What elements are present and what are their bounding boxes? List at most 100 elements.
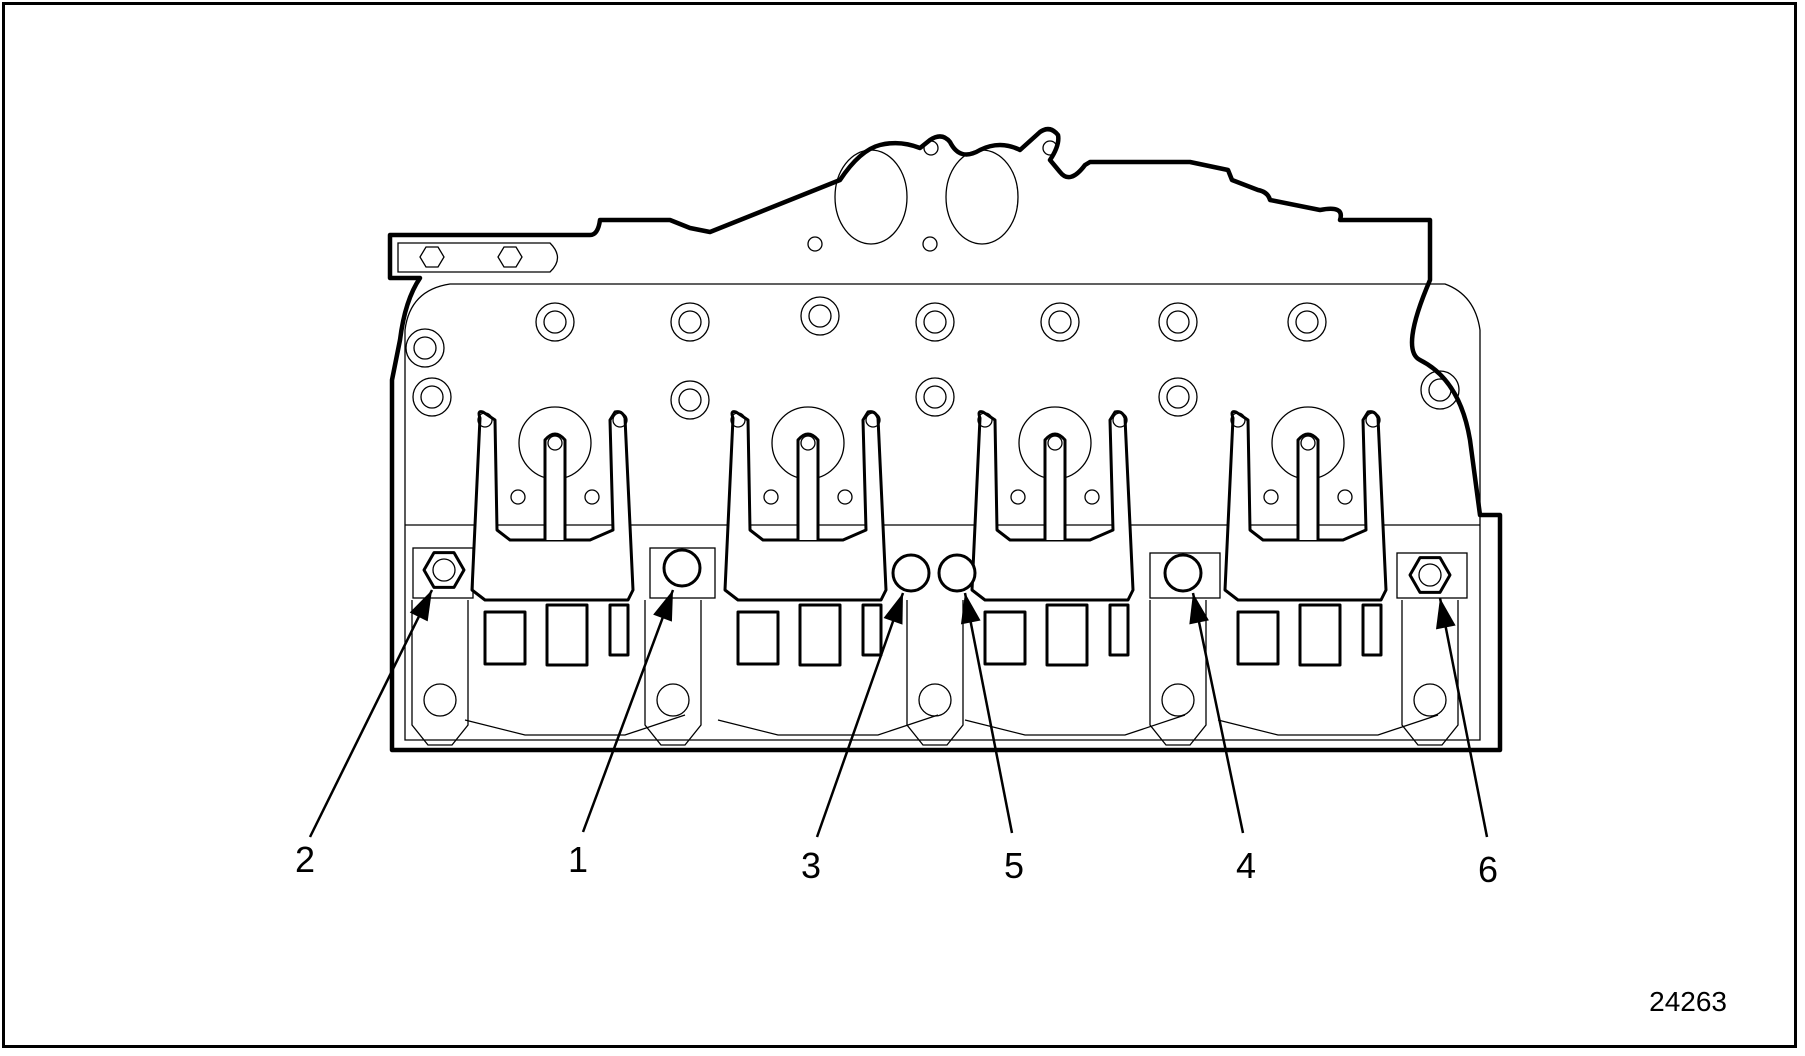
- callout-6: 6: [1478, 849, 1499, 890]
- fork-pin: [1263, 489, 1279, 505]
- hex-bolt-2: [422, 551, 466, 589]
- spool-block: [983, 610, 1027, 666]
- fork-pin: [1365, 412, 1381, 428]
- fork-pin: [1010, 489, 1026, 505]
- boss-hole-inner: [413, 336, 437, 360]
- shift-fork: [470, 410, 635, 602]
- hex-bolt-6-center: [1418, 563, 1442, 587]
- lug-hole: [423, 683, 457, 717]
- lug-hole: [918, 683, 952, 717]
- callout-5: 5: [1004, 845, 1025, 886]
- leader-3-arrowhead: [883, 593, 903, 625]
- boss-hole-inner: [678, 388, 702, 412]
- fork-center-finger: [1043, 432, 1067, 540]
- port-large-2: [945, 149, 1019, 245]
- round-bolt-5: [937, 553, 977, 593]
- boss-hole-outer: [915, 302, 955, 342]
- spool-block: [545, 603, 589, 667]
- shift-fork: [1223, 410, 1388, 602]
- fork-pin: [584, 489, 600, 505]
- lower-components: [411, 600, 1459, 746]
- fork-pin: [612, 412, 628, 428]
- boss-hole-inner: [1166, 385, 1190, 409]
- bracket-hex-1: [419, 246, 445, 268]
- leader-5: [963, 592, 1014, 834]
- fork-pin: [1300, 435, 1316, 451]
- shift-fork: [970, 410, 1135, 602]
- port-small-4: [1042, 140, 1058, 156]
- fork-center-finger: [543, 432, 567, 540]
- fork-pin: [837, 489, 853, 505]
- port-small-1: [807, 236, 823, 252]
- spool-block: [798, 603, 842, 667]
- spool-block: [861, 603, 883, 657]
- fork-assemblies: [470, 406, 1388, 602]
- lug-hole: [1413, 683, 1447, 717]
- fork-pin: [977, 412, 993, 428]
- lug-hole: [1161, 683, 1195, 717]
- spool-block: [736, 610, 780, 666]
- bracket-hex-2: [497, 246, 523, 268]
- boss-hole-inner: [1048, 310, 1072, 334]
- boss-hole-outer: [1287, 302, 1327, 342]
- leader-6-arrowhead: [1435, 598, 1456, 630]
- top-bracket: [397, 242, 559, 273]
- leader-3: [815, 592, 905, 838]
- boss-hole-outer: [915, 377, 955, 417]
- spool-block: [1361, 603, 1383, 657]
- spool-block: [1045, 603, 1089, 667]
- bolt-pad-1: [649, 547, 716, 599]
- port-small-2: [922, 236, 938, 252]
- figure-number: 24263: [1649, 986, 1727, 1017]
- leader-4-arrowhead: [1189, 593, 1209, 625]
- fork-pin: [800, 435, 816, 451]
- boss-hole-inner: [420, 385, 444, 409]
- boss-hole-outer: [412, 377, 452, 417]
- callout-graphics: [308, 547, 1489, 838]
- fork-center-finger: [796, 432, 820, 540]
- fork-pin: [730, 412, 746, 428]
- fork-pin: [763, 489, 779, 505]
- boss-hole-outer: [1158, 377, 1198, 417]
- boss-hole-outer: [1420, 370, 1460, 410]
- spool-block: [1108, 603, 1130, 657]
- boss-hole-inner: [1428, 378, 1452, 402]
- fork-pin: [1047, 435, 1063, 451]
- inner-plate: [404, 283, 1481, 741]
- spool-block: [608, 603, 630, 657]
- shift-fork: [723, 410, 888, 602]
- boss-hole-inner: [923, 385, 947, 409]
- leader-1: [581, 589, 675, 833]
- boss-hole-outer: [1040, 302, 1080, 342]
- fork-pin: [547, 435, 563, 451]
- mounting-lug: [411, 600, 469, 746]
- hex-bolt-6: [1408, 556, 1452, 594]
- housing-outline: [387, 126, 1503, 753]
- boss-hole-inner: [808, 304, 832, 328]
- spool-block: [483, 610, 527, 666]
- boss-hole-outer: [670, 302, 710, 342]
- callout-3: 3: [801, 845, 822, 886]
- bolt-pad-2: [412, 547, 474, 599]
- boss-hole-inner: [543, 310, 567, 334]
- lower-edge: [464, 714, 686, 736]
- mounting-lug: [906, 600, 964, 746]
- boss-hole-outer: [800, 296, 840, 336]
- mounting-lug: [644, 600, 702, 746]
- mounting-lug: [1401, 600, 1459, 746]
- hex-bolt-2-center: [432, 558, 456, 582]
- fork-pin: [477, 412, 493, 428]
- fork-pin: [1084, 489, 1100, 505]
- boss-hole-inner: [923, 310, 947, 334]
- boss-hole-inner: [678, 310, 702, 334]
- boss-hole-inner: [1166, 310, 1190, 334]
- boss-hole-outer: [1158, 302, 1198, 342]
- lower-edge: [717, 714, 939, 736]
- leader-4: [1191, 592, 1245, 834]
- boss-hole-outer: [405, 328, 445, 368]
- bolt-pad-6: [1396, 552, 1468, 599]
- leader-2-arrowhead: [409, 590, 432, 622]
- callout-1: 1: [568, 839, 589, 880]
